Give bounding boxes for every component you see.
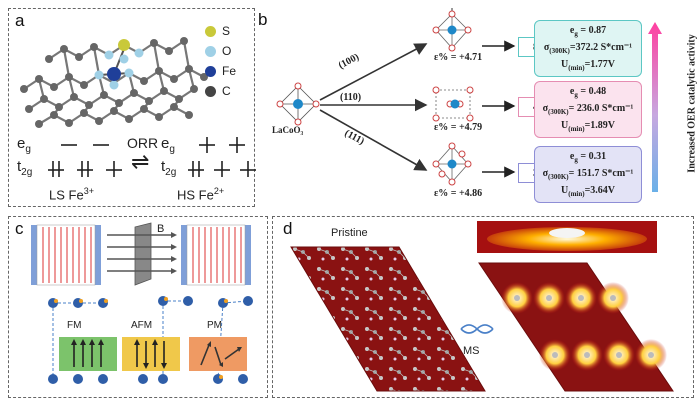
lacoo3-octahedron [276, 82, 320, 126]
activity-gradient-label: Increased OER catalytic activity [686, 34, 698, 173]
structure-100 [432, 8, 472, 52]
left-state-label: LS Fe3+ [49, 186, 94, 203]
strain-110: ε% = +4.79 [434, 122, 483, 133]
strained-slab [478, 262, 674, 392]
right-orbital-levels [188, 137, 256, 177]
magnet-left [31, 224, 101, 286]
legend-item-s: S [205, 21, 236, 41]
charge-density-strip [477, 221, 657, 253]
result-110-eg: eg = 0.48 [569, 86, 607, 99]
result-111-sigma: σ(300K)= 151.7 S*cm⁻¹ [542, 168, 634, 181]
structure-111 [432, 142, 472, 186]
legend-dot-s [205, 25, 216, 37]
strain-111: ε% = +4.86 [434, 188, 483, 199]
state-afm-label: AFM [131, 320, 153, 331]
right-state-label: HS Fe2+ [177, 186, 225, 203]
result-110-u: U(min)=1.89V [561, 120, 615, 133]
state-fm-label: FM [67, 320, 82, 331]
legend-item-c: C [205, 81, 236, 101]
panel-b-letter: b [258, 10, 268, 29]
panel-a: a [8, 8, 256, 207]
legend-item-o: O [205, 41, 236, 61]
result-100-u: U(min)=1.77V [561, 59, 615, 72]
activity-gradient-arrow [648, 22, 662, 192]
right-eg-label: eg [161, 135, 175, 155]
spin-particles [48, 296, 253, 384]
legend-label-o: O [222, 44, 232, 58]
panel-d-letter: d [283, 219, 293, 238]
legend-label-s: S [222, 24, 231, 38]
result-100-sigma: σ(300K)=372.2 S*cm⁻¹ [543, 42, 633, 55]
fe-n4-graphene-structure [20, 37, 208, 128]
panel-a-letter: a [15, 11, 25, 30]
magnet-right [181, 224, 251, 286]
result-111-eg: eg = 0.31 [569, 151, 607, 164]
state-fm-box [59, 337, 117, 371]
legend-dot-o [205, 45, 216, 57]
equilibrium-arrows: ⇌ [131, 149, 150, 174]
result-box-100: eg = 0.87 σ(300K)=372.2 S*cm⁻¹ U(min)=1.… [534, 20, 642, 77]
facet-110-label: (110) [340, 92, 362, 103]
panel-c-letter: c [15, 219, 24, 238]
panel-c: c B [8, 216, 268, 398]
result-110-sigma: σ(300K)= 236.0 S*cm⁻¹ [542, 103, 634, 116]
magnetic-field-block [107, 222, 177, 286]
state-pm-box [189, 337, 247, 371]
element-legend: S O Fe C [205, 21, 236, 101]
ms-transition-arrow [460, 324, 494, 334]
lacoo3-label: LaCoO₃ [272, 125, 304, 135]
result-111-u: U(min)=3.64V [561, 185, 615, 198]
legend-label-fe: Fe [222, 64, 237, 78]
panel-d: d Pristine MS [272, 216, 694, 398]
ms-label: MS [463, 345, 480, 357]
left-eg-label: eg [17, 135, 31, 155]
facet-arrows [319, 43, 428, 171]
result-box-110: eg = 0.48 σ(300K)= 236.0 S*cm⁻¹ U(min)=1… [534, 81, 642, 138]
result-box-111: eg = 0.31 σ(300K)= 151.7 S*cm⁻¹ U(min)=3… [534, 146, 642, 203]
reaction-label: ORR [127, 135, 159, 151]
left-t2g-label: t2g [17, 158, 33, 178]
result-100-eg: eg = 0.87 [569, 25, 607, 38]
legend-label-c: C [222, 84, 231, 98]
legend-dot-c [205, 85, 216, 97]
right-t2g-label: t2g [161, 158, 177, 178]
state-afm-box [122, 337, 180, 371]
pristine-slab [290, 246, 486, 392]
legend-dot-fe [205, 65, 216, 77]
field-label-b: B [157, 223, 165, 235]
state-pm-label: PM [207, 320, 222, 331]
pristine-title: Pristine [331, 227, 368, 239]
left-orbital-levels [48, 144, 122, 177]
strain-100: ε% = +4.71 [434, 52, 483, 63]
structure-110 [432, 86, 474, 122]
legend-item-fe: Fe [205, 61, 236, 81]
